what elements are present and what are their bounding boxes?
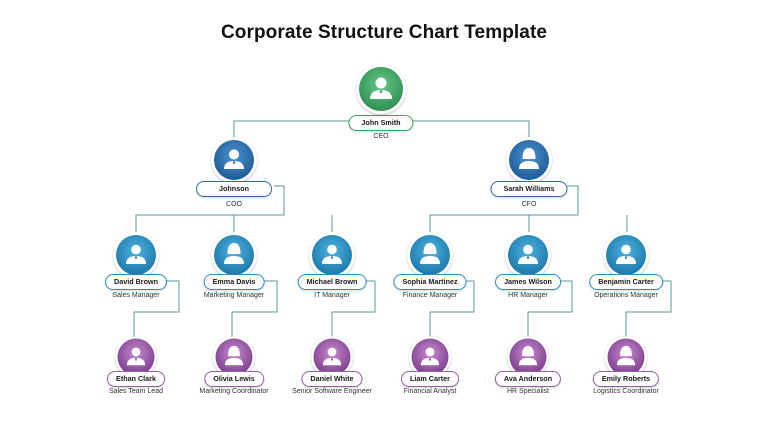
avatar bbox=[507, 336, 549, 378]
person-female-icon bbox=[213, 336, 255, 378]
name-label: James Wilson bbox=[495, 274, 561, 290]
connector-coo bbox=[135, 185, 333, 232]
org-node-ceo: John Smith CEO bbox=[321, 64, 441, 164]
org-node-cfo: Sarah Williams CFO bbox=[469, 137, 589, 237]
org-node-staff: Olivia Lewis Marketing Coordinator bbox=[174, 336, 294, 436]
role-label: HR Manager bbox=[508, 292, 548, 299]
name-label: Emily Roberts bbox=[592, 371, 660, 387]
person-icon bbox=[505, 232, 551, 278]
avatar bbox=[506, 137, 552, 183]
name-label: Olivia Lewis bbox=[204, 371, 264, 387]
name-label: Sarah Williams bbox=[490, 181, 568, 197]
avatar bbox=[211, 232, 257, 278]
avatar bbox=[605, 336, 647, 378]
org-node-manager: Sophia Martinez Finance Manager bbox=[370, 232, 490, 332]
person-female-icon bbox=[407, 232, 453, 278]
avatar bbox=[213, 336, 255, 378]
person-female-icon bbox=[506, 137, 552, 183]
name-label: Emma Davis bbox=[203, 274, 265, 290]
role-label: CFO bbox=[521, 201, 537, 208]
person-icon bbox=[409, 336, 451, 378]
connector-m5 bbox=[527, 280, 573, 338]
connector-m3 bbox=[331, 280, 376, 338]
name-label: Daniel White bbox=[301, 371, 363, 387]
org-node-staff: Ava Anderson HR Specialist bbox=[468, 336, 588, 436]
org-node-manager: Benjamin Carter Operations Manager bbox=[566, 232, 686, 332]
name-label: Johnson bbox=[196, 181, 272, 197]
role-label: CEO bbox=[373, 133, 389, 140]
org-node-manager: Michael Brown IT Manager bbox=[272, 232, 392, 332]
page-title: Corporate Structure Chart Template bbox=[220, 22, 548, 43]
avatar bbox=[311, 336, 353, 378]
name-label: Benjamin Carter bbox=[589, 274, 663, 290]
org-node-manager: David Brown Sales Manager bbox=[76, 232, 196, 332]
connector-cfo bbox=[429, 185, 628, 232]
name-label: Liam Carter bbox=[401, 371, 459, 387]
connector-m6 bbox=[625, 280, 672, 338]
person-icon bbox=[115, 336, 157, 378]
org-node-staff: Liam Carter Financial Analyst bbox=[370, 336, 490, 436]
avatar bbox=[309, 232, 355, 278]
role-label: Sales Team Lead bbox=[109, 388, 163, 395]
avatar bbox=[211, 137, 257, 183]
org-node-manager: Emma Davis Marketing Manager bbox=[174, 232, 294, 332]
role-label: Senior Software Engineer bbox=[292, 388, 372, 395]
role-label: Sales Manager bbox=[112, 292, 160, 299]
person-icon bbox=[309, 232, 355, 278]
role-label: COO bbox=[226, 201, 242, 208]
person-female-icon bbox=[605, 336, 647, 378]
person-female-icon bbox=[507, 336, 549, 378]
org-node-staff: Emily Roberts Logistics Coordinator bbox=[566, 336, 686, 436]
person-icon bbox=[113, 232, 159, 278]
avatar bbox=[505, 232, 551, 278]
org-node-staff: Daniel White Senior Software Engineer bbox=[272, 336, 392, 436]
name-label: David Brown bbox=[105, 274, 167, 290]
name-label: Ethan Clark bbox=[107, 371, 165, 387]
name-label: John Smith bbox=[348, 115, 414, 131]
role-label: Operations Manager bbox=[594, 292, 658, 299]
connector-m4 bbox=[429, 280, 475, 338]
role-label: Marketing Manager bbox=[203, 292, 265, 299]
name-label: Ava Anderson bbox=[494, 371, 562, 387]
avatar bbox=[603, 232, 649, 278]
role-label: Finance Manager bbox=[402, 292, 458, 299]
org-node-coo: Johnson COO bbox=[174, 137, 294, 237]
person-female-icon bbox=[211, 232, 257, 278]
person-icon bbox=[356, 64, 406, 114]
avatar bbox=[115, 336, 157, 378]
role-label: Marketing Coordinator bbox=[199, 388, 269, 395]
person-icon bbox=[311, 336, 353, 378]
role-label: Financial Analyst bbox=[403, 388, 457, 395]
org-node-staff: Ethan Clark Sales Team Lead bbox=[76, 336, 196, 436]
role-label: IT Manager bbox=[314, 292, 350, 299]
avatar bbox=[113, 232, 159, 278]
name-label: Sophia Martinez bbox=[393, 274, 467, 290]
role-label: HR Specialist bbox=[506, 388, 549, 395]
avatar bbox=[407, 232, 453, 278]
connector-m2 bbox=[231, 280, 278, 338]
name-label: Michael Brown bbox=[297, 274, 367, 290]
avatar bbox=[356, 64, 406, 114]
connector-m1 bbox=[133, 280, 180, 338]
role-label: Logistics Coordinator bbox=[593, 388, 659, 395]
person-icon bbox=[211, 137, 257, 183]
person-icon bbox=[603, 232, 649, 278]
org-node-manager: James Wilson HR Manager bbox=[468, 232, 588, 332]
avatar bbox=[409, 336, 451, 378]
